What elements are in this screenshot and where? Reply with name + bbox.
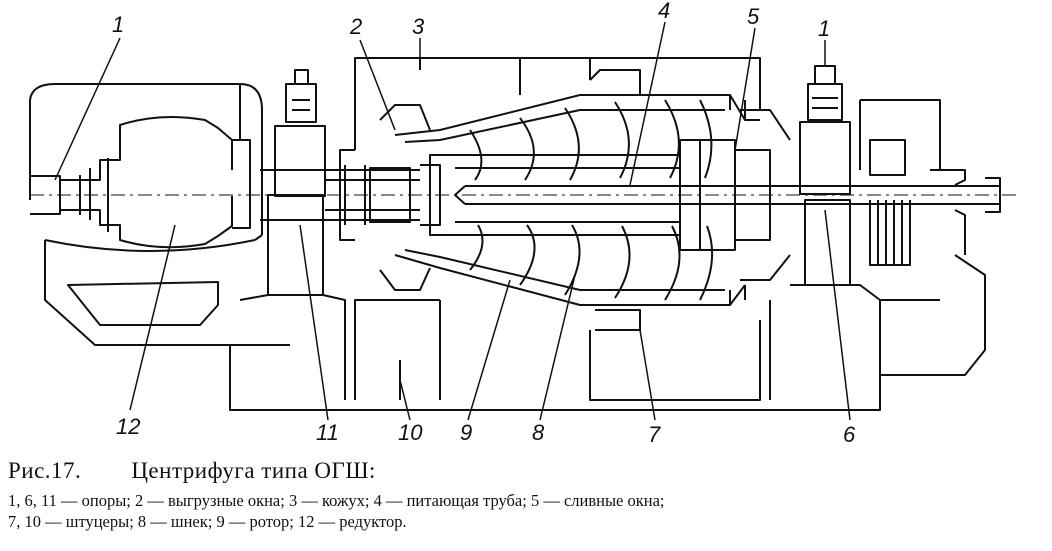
callout-1-left: 1 [112, 12, 124, 37]
callout-10: 10 [398, 420, 423, 445]
base-frame [44, 240, 986, 411]
callout-7: 7 [648, 422, 661, 447]
right-pulley [859, 99, 966, 266]
callout-4: 4 [658, 0, 670, 23]
figure-caption: Рис.17. Центрифуга типа ОГШ: 1, 6, 11 — о… [8, 458, 1048, 532]
figure-label: Рис.17. [8, 458, 82, 483]
legend-line-1: 1, 6, 11 — опоры; 2 — выгрузные окна; 3 … [8, 491, 665, 510]
callout-3: 3 [412, 14, 425, 39]
figure-title: Центрифуга типа ОГШ: [131, 458, 376, 483]
centrifuge-drawing: 1 1 2 3 4 5 6 7 8 9 10 11 12 [29, 0, 1020, 447]
callout-1-right: 1 [818, 16, 830, 41]
callouts: 1 1 2 3 4 5 6 7 8 9 10 11 12 [112, 0, 856, 447]
legend-line-2: 7, 10 — штуцеры; 8 — шнек; 9 — ротор; 12… [8, 512, 407, 531]
leader-lines [54, 21, 851, 421]
reducer-housing [29, 83, 263, 252]
left-shaft-end [30, 175, 61, 215]
callout-5: 5 [747, 4, 760, 29]
callout-9: 9 [460, 420, 472, 445]
central-shaft [260, 165, 420, 225]
rotor [379, 94, 746, 306]
callout-11: 11 [316, 420, 339, 445]
callout-2: 2 [349, 14, 362, 39]
callout-8: 8 [532, 420, 545, 445]
caption-legend: 1, 6, 11 — опоры; 2 — выгрузные окна; 3 … [8, 490, 1048, 532]
drain-window-assembly [679, 100, 791, 300]
callout-6: 6 [843, 422, 856, 447]
callout-12: 12 [116, 414, 140, 439]
shaft-end [985, 177, 1001, 213]
right-bearing-support [790, 65, 881, 301]
left-bearing-support [239, 69, 346, 345]
screw-flights [469, 99, 714, 301]
caption-title-line: Рис.17. Центрифуга типа ОГШ: [8, 458, 1048, 484]
